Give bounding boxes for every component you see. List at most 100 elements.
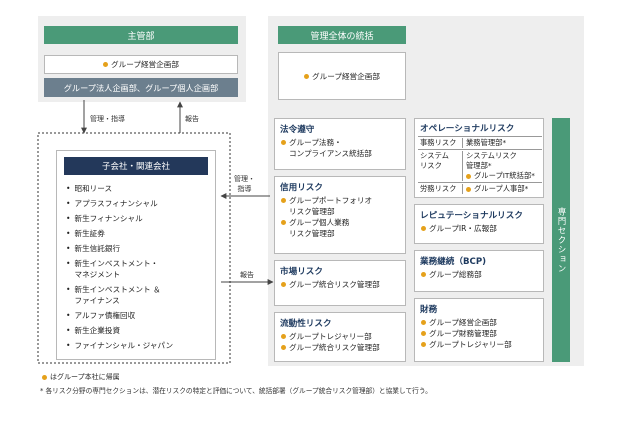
dot-icon xyxy=(304,73,310,79)
dot-icon xyxy=(281,198,286,203)
row-content: システムリスク 管理部*グループIT統括部* xyxy=(463,151,535,181)
subsidiary-item: •昭和リース xyxy=(66,183,214,194)
dept-item-text: グループ総務部 xyxy=(429,270,482,279)
operational-row: システム リスクシステムリスク 管理部*グループIT統括部* xyxy=(418,149,542,182)
operational-title: オペレーショナルリスク xyxy=(420,124,515,134)
dot-icon xyxy=(421,226,426,231)
compliance-box: 法令遵守グループ法務・ コンプライアンス統括部 xyxy=(274,118,406,170)
risk-title: 業務継続（BCP) xyxy=(420,257,487,267)
dept-item: 業務管理部* xyxy=(466,138,506,148)
dept-item: グループ総務部 xyxy=(421,269,543,280)
bullet-icon: • xyxy=(66,229,71,238)
bullet-icon: • xyxy=(66,184,71,193)
dot-icon xyxy=(421,320,426,325)
risk-title: 財務 xyxy=(420,305,438,315)
finance-box: 財務グループ経営企画部グループ財務管理部グループトレジャリー部 xyxy=(414,298,544,362)
bullet-icon: • xyxy=(66,244,71,253)
subsidiary-item: •新生インベストメント・ マネジメント xyxy=(66,258,214,280)
dot-icon xyxy=(421,272,426,277)
risk-items: グループ経営企画部グループ財務管理部グループトレジャリー部 xyxy=(421,317,543,350)
risk-items: グループIR・広報部 xyxy=(421,223,543,234)
subsidiary-item: •アプラスフィナンシャル xyxy=(66,198,214,209)
risk-items: グループ統合リスク管理部 xyxy=(281,279,405,290)
dot-icon xyxy=(42,374,47,380)
row-label: 事務リスク xyxy=(418,138,463,148)
dept-item-text: グループ個人業務 リスク管理部 xyxy=(289,218,350,238)
dept-item-text: グループトレジャリー部 xyxy=(289,332,372,341)
dept-item-text: グループ経営企画部 xyxy=(429,318,497,327)
arrow-out-label: 報告 xyxy=(240,271,254,279)
dept-item-text: グループ統合リスク管理部 xyxy=(289,280,380,289)
row-content: グループ人事部* xyxy=(463,184,528,194)
dept-item: グループ個人業務 リスク管理部 xyxy=(281,217,405,239)
dept-item: グループIR・広報部 xyxy=(421,223,543,234)
footnote: * 各リスク分野の専門セクションは、潜在リスクの特定と評価について、統括部署（グ… xyxy=(40,387,432,395)
subsidiary-item: •新生信託銀行 xyxy=(66,243,214,254)
risk-items: グループ法務・ コンプライアンス統括部 xyxy=(281,137,405,159)
subsidiaries-list: •昭和リース•アプラスフィナンシャル•新生フィナンシャル•新生証券•新生信託銀行… xyxy=(66,183,214,355)
risk-items: グループトレジャリー部グループ統合リスク管理部 xyxy=(281,331,405,353)
dot-icon xyxy=(281,345,286,350)
bullet-icon: • xyxy=(66,285,71,294)
subsidiary-item: •新生企業投資 xyxy=(66,325,214,336)
bullet-icon: • xyxy=(66,259,71,268)
risk-items: グループ総務部 xyxy=(421,269,543,280)
operational-row: 事務リスク業務管理部* xyxy=(418,136,542,149)
dept-item-text: グループ統合リスク管理部 xyxy=(289,343,380,352)
dept-item: グループトレジャリー部 xyxy=(421,339,543,350)
dept-group-planning: グループ経営企画部 xyxy=(44,55,238,74)
risk-title: 流動性リスク xyxy=(280,319,332,329)
specialist-section-label: 専門セクション xyxy=(556,206,566,274)
subsidiary-item: •新生インベストメント ＆ ファイナンス xyxy=(66,284,214,306)
dept-item: グループIT統括部* xyxy=(466,171,535,181)
credit-risk-box: 信用リスクグループポートフォリオ リスク管理部グループ個人業務 リスク管理部 xyxy=(274,176,406,254)
dept-item-text: グループ財務管理部 xyxy=(429,329,497,338)
operational-risk-box: オペレーショナルリスク 事務リスク業務管理部*システム リスクシステムリスク 管… xyxy=(414,118,544,198)
bullet-icon: • xyxy=(66,311,71,320)
risk-title: 市場リスク xyxy=(280,267,323,277)
dept-item-text: システムリスク 管理部* xyxy=(466,151,517,170)
dept-item: グループ財務管理部 xyxy=(421,328,543,339)
subsidiary-name: アルファ債権回収 xyxy=(74,311,136,320)
dept-item-text: グループ法務・ コンプライアンス統括部 xyxy=(289,138,372,158)
dot-icon xyxy=(466,174,471,179)
operational-rows: 事務リスク業務管理部*システム リスクシステムリスク 管理部*グループIT統括部… xyxy=(418,136,542,195)
bcp-box: 業務継続（BCP) グループ総務部 xyxy=(414,250,544,292)
dept-item: グループ経営企画部 xyxy=(421,317,543,328)
risk-title: 法令遵守 xyxy=(280,125,315,135)
subsidiary-item: •新生証券 xyxy=(66,228,214,239)
up-label: 報告 xyxy=(185,115,199,123)
dot-icon xyxy=(103,62,109,67)
legend: はグループ本社に帰属 xyxy=(42,372,120,382)
dept-item: グループポートフォリオ リスク管理部 xyxy=(281,195,405,217)
left-header: 主管部 xyxy=(44,26,238,44)
subsidiary-name: 新生証券 xyxy=(74,229,105,238)
dept-item-text: 業務管理部* xyxy=(466,138,507,147)
dept-item: グループ人事部* xyxy=(466,184,528,194)
dept-item: グループ統合リスク管理部 xyxy=(281,279,405,290)
bullet-icon: • xyxy=(66,199,71,208)
risk-title: レピュテーショナルリスク xyxy=(420,211,523,221)
subsidiary-name: 新生信託銀行 xyxy=(74,244,121,253)
subsidiary-name: ファイナンシャル・ジャパン xyxy=(74,341,174,350)
dot-icon xyxy=(466,187,471,192)
subsidiary-name: 新生フィナンシャル xyxy=(74,214,143,223)
dot-icon xyxy=(281,220,286,225)
subsidiary-name: 昭和リース xyxy=(74,184,113,193)
subsidiary-item: •新生フィナンシャル xyxy=(66,213,214,224)
row-label: システム リスク xyxy=(418,151,463,181)
dot-icon xyxy=(281,140,286,145)
arrow-in-label: 管理・ 指導 xyxy=(234,175,255,193)
dept-item: グループ統合リスク管理部 xyxy=(281,342,405,353)
reputation-risk-box: レピュテーショナルリスクグループIR・広報部 xyxy=(414,204,544,244)
row-content: 業務管理部* xyxy=(463,138,506,148)
market-risk-box: 市場リスクグループ統合リスク管理部 xyxy=(274,260,406,306)
subsidiary-name: アプラスフィナンシャル xyxy=(74,199,158,208)
dot-icon xyxy=(421,342,426,347)
subsidiaries-header: 子会社・関連会社 xyxy=(64,157,208,175)
dept-item: システムリスク 管理部* xyxy=(466,151,535,171)
liquidity-risk-box: 流動性リスクグループトレジャリー部グループ統合リスク管理部 xyxy=(274,312,406,362)
subsidiaries-box xyxy=(56,150,216,360)
dept-item-text: グループ人事部* xyxy=(474,184,529,193)
dept-item-text: グループトレジャリー部 xyxy=(429,340,512,349)
